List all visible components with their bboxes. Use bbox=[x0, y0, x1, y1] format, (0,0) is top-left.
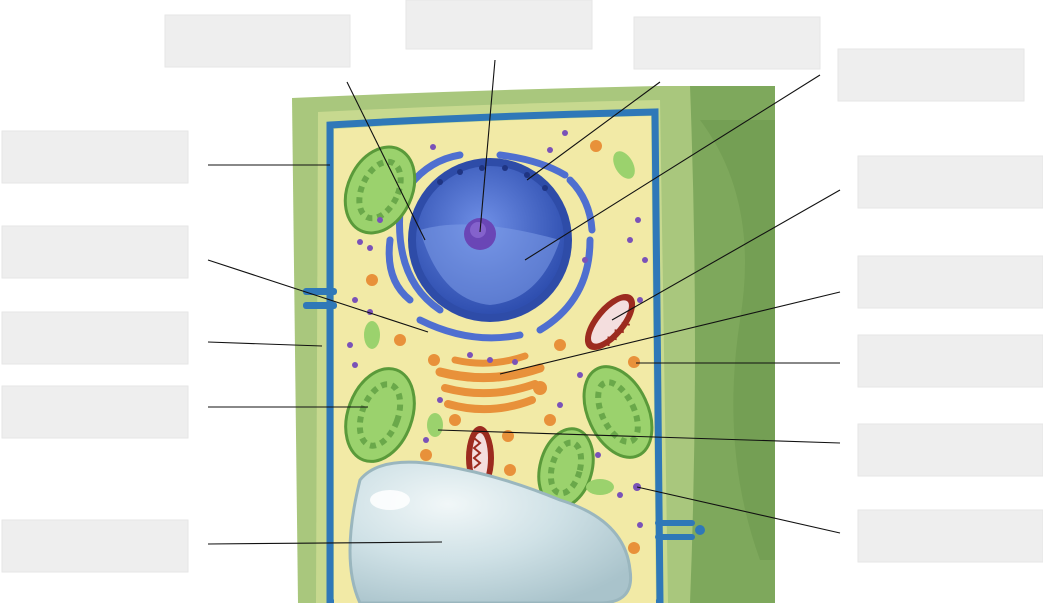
plasmodesma-pore bbox=[695, 525, 705, 535]
label-box-chloroplast[interactable] bbox=[2, 386, 188, 438]
label-box-cytoplasm[interactable] bbox=[2, 226, 188, 278]
label-box-golgi[interactable] bbox=[858, 335, 1043, 387]
plasmodesma bbox=[303, 288, 337, 295]
chloroplast-small bbox=[364, 321, 380, 349]
label-box-cell-wall[interactable] bbox=[2, 312, 188, 364]
chloroplast-small bbox=[586, 479, 614, 495]
label-box-vesicle[interactable] bbox=[858, 424, 1043, 476]
plasmodesma bbox=[655, 534, 695, 540]
plasmodesma bbox=[655, 520, 695, 526]
label-box-mitochondrion[interactable] bbox=[858, 256, 1043, 308]
label-box-rough-er[interactable] bbox=[858, 156, 1043, 208]
nucleolus-core bbox=[470, 222, 486, 238]
label-box-ribosome[interactable] bbox=[858, 510, 1043, 562]
label-box-cell-membrane[interactable] bbox=[2, 131, 188, 183]
chloroplast-small bbox=[427, 413, 443, 437]
label-box-nucleolus[interactable] bbox=[406, 0, 592, 49]
cell-illustration bbox=[292, 86, 775, 603]
label-box-vacuole[interactable] bbox=[2, 520, 188, 572]
label-box-nucleus[interactable] bbox=[838, 49, 1024, 101]
label-box-nuclear-pore[interactable] bbox=[634, 17, 820, 69]
label-box-nuclear-envelope[interactable] bbox=[165, 15, 350, 67]
vacuole-highlight bbox=[370, 490, 410, 510]
plasmodesma bbox=[303, 302, 337, 309]
